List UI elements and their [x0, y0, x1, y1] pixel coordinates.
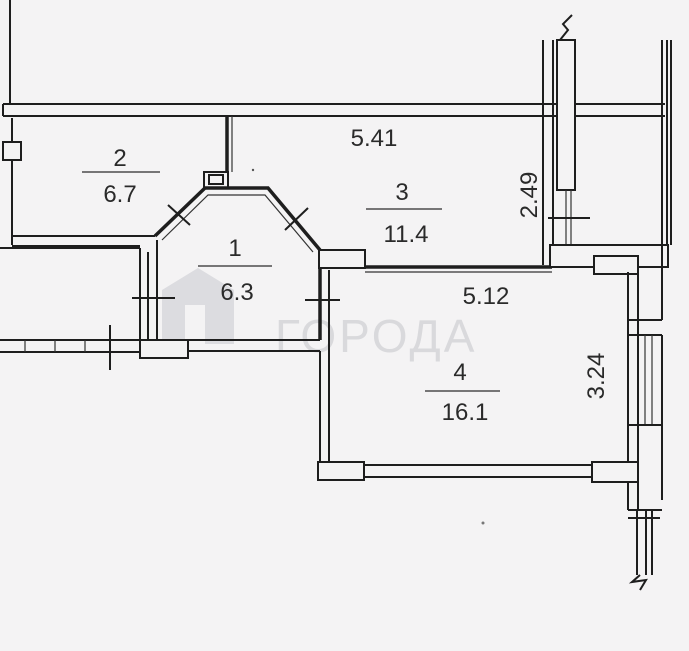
room-1-area: 6.3 [220, 279, 253, 306]
room-1-number: 1 [228, 235, 241, 262]
room-1-label: 1 6.3 [198, 235, 272, 306]
room-3-label: 3 11.4 [366, 179, 442, 248]
room-4-area: 16.1 [442, 399, 489, 426]
watermark: ГОРОДА [162, 268, 477, 362]
walls [0, 0, 672, 591]
room-2-number: 2 [113, 145, 126, 172]
dimension-room4-height: 3.24 [583, 353, 610, 400]
room-4-label: 4 16.1 [425, 359, 500, 426]
watermark-text: ГОРОДА [275, 310, 477, 362]
room-3-number: 3 [395, 179, 408, 206]
room-3-area: 11.4 [384, 221, 429, 248]
watermark-logo-icon [162, 268, 234, 344]
room-2-label: 2 6.7 [82, 145, 160, 208]
dimension-room3-depth: 2.49 [516, 172, 543, 219]
room-2-area: 6.7 [103, 181, 136, 208]
dimension-room4-width: 5.12 [463, 283, 510, 310]
dimension-top-width: 5.41 [351, 125, 398, 152]
room-4-number: 4 [453, 359, 466, 386]
